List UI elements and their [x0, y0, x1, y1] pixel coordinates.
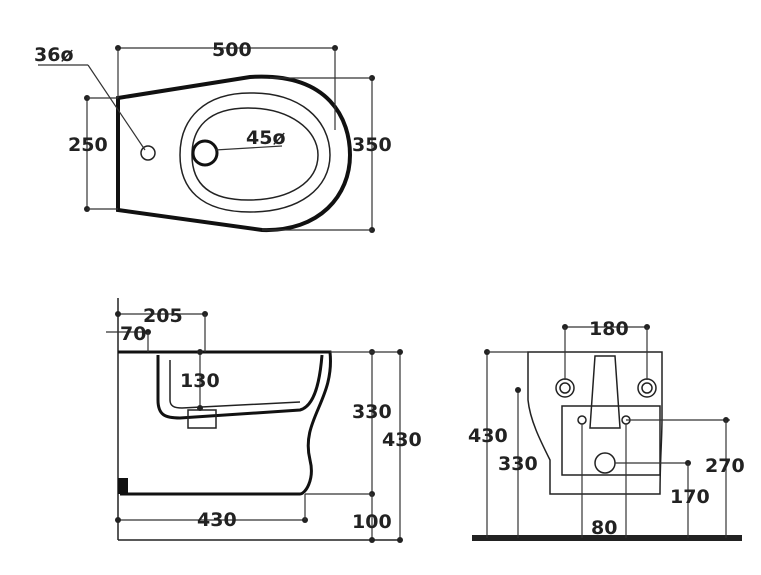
- dim-width: 500: [212, 39, 252, 61]
- dim-rear-height: 250: [68, 134, 108, 156]
- rear-view: 180 430 330 270 170 80: [468, 318, 745, 541]
- dim-depth: 350: [352, 134, 392, 156]
- dim-inlet-offset: 70: [120, 323, 146, 345]
- top-view-bowl: [179, 92, 331, 213]
- rear-panel: [561, 405, 661, 476]
- dim-projection: 430: [197, 509, 237, 531]
- rear-center-column: [589, 355, 621, 429]
- dim-rim-height: 330: [352, 401, 392, 423]
- dim-outlet-low: 170: [670, 486, 710, 508]
- bolt-right: [637, 378, 657, 398]
- dim-bolt-spacing: 180: [589, 318, 629, 340]
- side-foot-block: [118, 478, 128, 494]
- dim-foot: 100: [352, 511, 392, 533]
- dim-rear-offset: 205: [143, 305, 183, 327]
- side-bowl-inner: [169, 360, 301, 409]
- top-view-outline: [116, 74, 353, 233]
- outlet: [594, 452, 616, 474]
- dim-total-height: 430: [382, 429, 422, 451]
- side-body: [118, 350, 332, 496]
- bolt-right-inner: [641, 382, 653, 394]
- top-view-bowl-inner: [191, 107, 319, 201]
- side-drain-pipe: [187, 409, 217, 429]
- dim-drain-height: 130: [180, 370, 220, 392]
- bolt-left-inner: [559, 382, 571, 394]
- drain-hole: [191, 139, 219, 167]
- tap-hole: [140, 145, 156, 161]
- side-view: 205 70 130 430 330 430 100: [106, 298, 422, 543]
- side-bowl: [156, 354, 324, 420]
- dim-outlet-height: 270: [705, 455, 745, 477]
- inlet-left: [577, 415, 587, 425]
- dim-tap-hole: 36ø: [34, 44, 74, 66]
- bolt-left: [555, 378, 575, 398]
- dim-rear-total-height: 430: [468, 425, 508, 447]
- dim-center: 80: [591, 517, 617, 539]
- dim-inlet-height: 330: [498, 453, 538, 475]
- rear-body: [527, 351, 663, 495]
- dim-drain-hole: 45ø: [246, 127, 286, 149]
- top-view: 500 250 350 36ø 45ø: [34, 39, 392, 233]
